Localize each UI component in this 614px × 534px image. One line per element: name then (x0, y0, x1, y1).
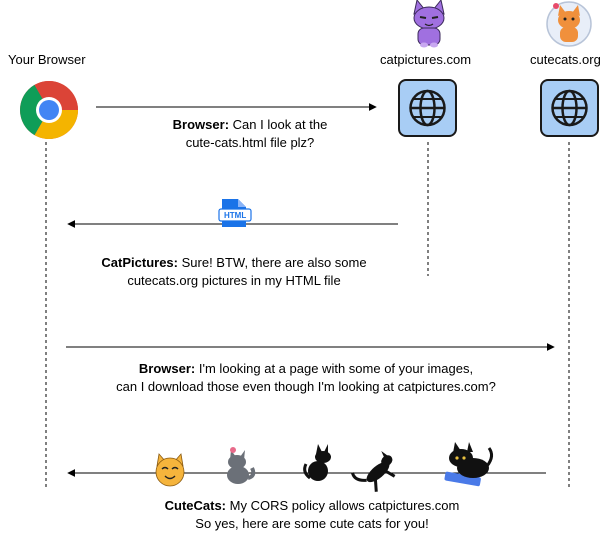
message-1: Browser: Can I look at the cute-cats.htm… (150, 116, 350, 152)
message-3-line2: can I download those even though I'm loo… (116, 379, 496, 394)
catpictures-actor-label: catpictures.com (380, 52, 472, 67)
message-4-speaker: CuteCats: (164, 498, 227, 513)
message-3-speaker: Browser: (138, 361, 196, 376)
message-2-line1: Sure! BTW, there are also some (181, 255, 367, 270)
message-1-line2: cute-cats.html file plz? (185, 135, 315, 150)
grey-cat-icon (227, 447, 256, 484)
black-cat-sitting-icon (303, 444, 331, 481)
html-file-icon (218, 199, 252, 227)
message-4: CuteCats: My CORS policy allows catpictu… (150, 497, 474, 533)
message-1-speaker: Browser: (172, 117, 230, 132)
message-2: CatPictures: Sure! BTW, there are also s… (84, 254, 384, 290)
globe-server-icon (540, 79, 599, 137)
message-1-line1: Can I look at the (232, 117, 328, 132)
message-3-line1: I'm looking at a page with some of your … (198, 361, 474, 376)
message-3: Browser: I'm looking at a page with some… (96, 360, 516, 396)
globe-server-icon (398, 79, 457, 137)
cutecats-actor-label: cutecats.org (530, 52, 601, 67)
orange-cat-mascot-icon (546, 1, 592, 47)
purple-cat-mascot-icon (413, 0, 445, 48)
message-4-line1: My CORS policy allows catpictures.com (229, 498, 460, 513)
cat-face-icon (155, 453, 185, 487)
message-2-line2: cutecats.org pictures in my HTML file (127, 273, 341, 288)
html-file-icon-label: HTML (224, 211, 247, 220)
message-4-line2: So yes, here are some cute cats for you! (195, 516, 429, 531)
browser-actor-label: Your Browser (8, 52, 86, 67)
chrome-browser-icon (20, 81, 78, 139)
black-cat-leaping-icon (350, 450, 396, 492)
black-cat-on-laptop-icon (444, 442, 494, 487)
message-2-speaker: CatPictures: (101, 255, 178, 270)
